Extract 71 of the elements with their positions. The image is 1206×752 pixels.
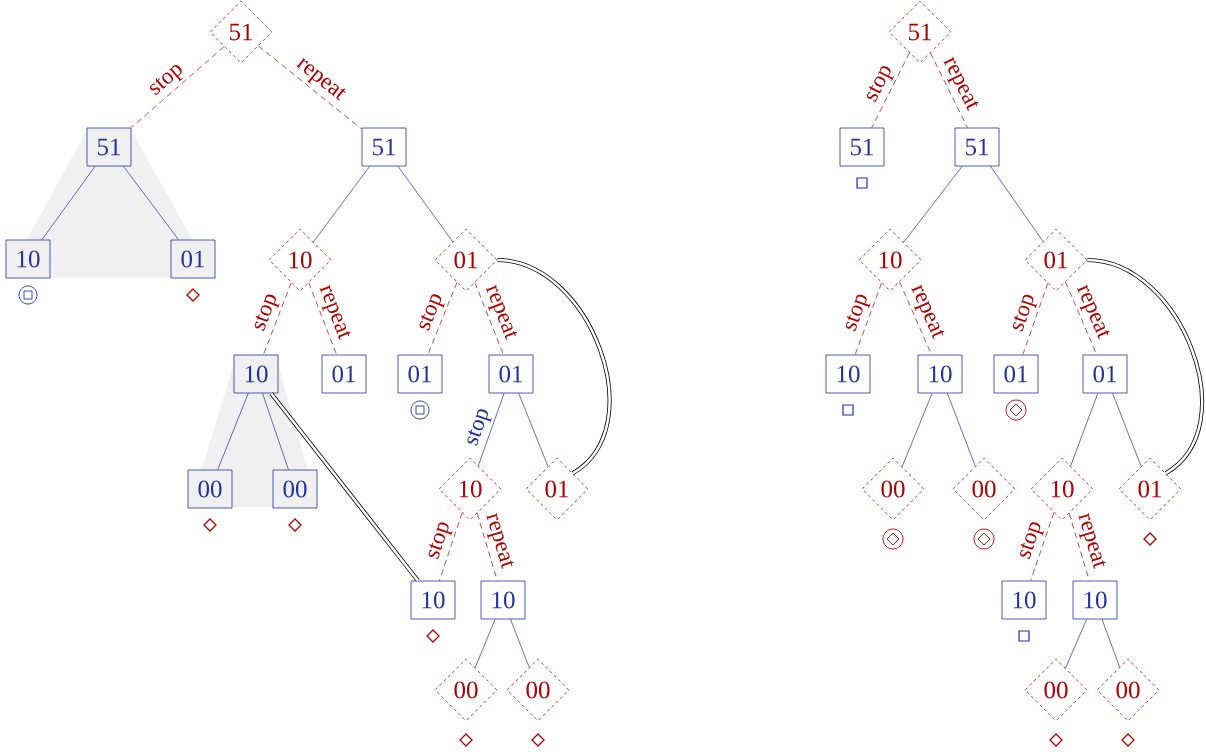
connector-line: [474, 619, 496, 669]
connector-line: [130, 46, 225, 128]
connector-line: [439, 512, 463, 581]
connector-line: [947, 393, 976, 467]
connector-line: [990, 166, 1044, 242]
state-box: 51: [954, 127, 1000, 167]
state-box: 10: [480, 580, 526, 620]
connector-line: [263, 282, 292, 355]
state-box: 10: [410, 580, 456, 620]
connector-line: [474, 282, 504, 355]
state-box: 10: [825, 354, 871, 394]
edge-label: repeat: [1078, 512, 1106, 569]
state-box: 01: [397, 354, 443, 394]
connector-line: [518, 393, 549, 467]
connector-line: [1112, 393, 1142, 467]
edge-label: repeat: [1077, 284, 1110, 340]
state-box: 51: [839, 127, 885, 167]
connector-line: [1087, 257, 1204, 475]
edge-label: stop: [419, 294, 445, 331]
edge-label: repeat: [319, 284, 351, 341]
connector-line: [510, 619, 530, 668]
edge-label: stop: [467, 409, 492, 446]
edge-label: repeat: [911, 284, 945, 340]
connector-line: [497, 257, 612, 475]
connector-line: [258, 45, 362, 130]
connector-line: [871, 52, 910, 128]
connector-line: [930, 52, 968, 128]
state-box: 10: [1001, 580, 1047, 620]
connector-line: [123, 166, 179, 240]
state-box: 00: [187, 469, 233, 509]
state-box: 01: [993, 354, 1039, 394]
state-box: 01: [488, 354, 534, 394]
connector-line: [854, 282, 882, 355]
connector-line: [1022, 282, 1049, 355]
connector-line: [262, 393, 289, 470]
connector-line: [1065, 619, 1087, 669]
state-box: 01: [321, 354, 367, 394]
connector-line: [397, 166, 454, 243]
edge-label: repeat: [485, 284, 518, 340]
state-box: 01: [1082, 354, 1128, 394]
edge-label: stop: [866, 66, 895, 102]
state-box: 10: [5, 239, 51, 279]
connector-line: [1068, 512, 1090, 581]
state-box: 01: [170, 239, 216, 279]
edge-label: stop: [1020, 522, 1045, 559]
connector-line: [477, 393, 505, 467]
edge-label: repeat: [486, 512, 514, 569]
connector-line: [476, 512, 498, 581]
state-box: 51: [86, 127, 132, 167]
connector-line: [1101, 619, 1120, 668]
connector-line: [1030, 512, 1055, 581]
state-box: 00: [272, 469, 318, 509]
connector-line: [269, 392, 420, 582]
state-box: 51: [361, 127, 407, 167]
edge-label: stop: [1013, 294, 1038, 332]
connector-line: [1070, 393, 1099, 467]
connector-line: [903, 166, 963, 243]
connector-line: [41, 166, 96, 240]
state-box: 10: [1072, 580, 1118, 620]
state-box: 10: [917, 354, 963, 394]
edge-label: stop: [845, 294, 871, 332]
edge-label: stop: [150, 64, 183, 96]
connector-line: [427, 282, 458, 355]
connector-line: [901, 393, 933, 468]
state-box: 10: [233, 354, 279, 394]
edge-label: stop: [254, 294, 280, 331]
connector-line: [217, 393, 249, 470]
connector-line: [308, 282, 337, 355]
connector-line: [313, 166, 370, 243]
edge-label: stop: [428, 522, 453, 560]
edge-label: repeat: [943, 56, 979, 111]
